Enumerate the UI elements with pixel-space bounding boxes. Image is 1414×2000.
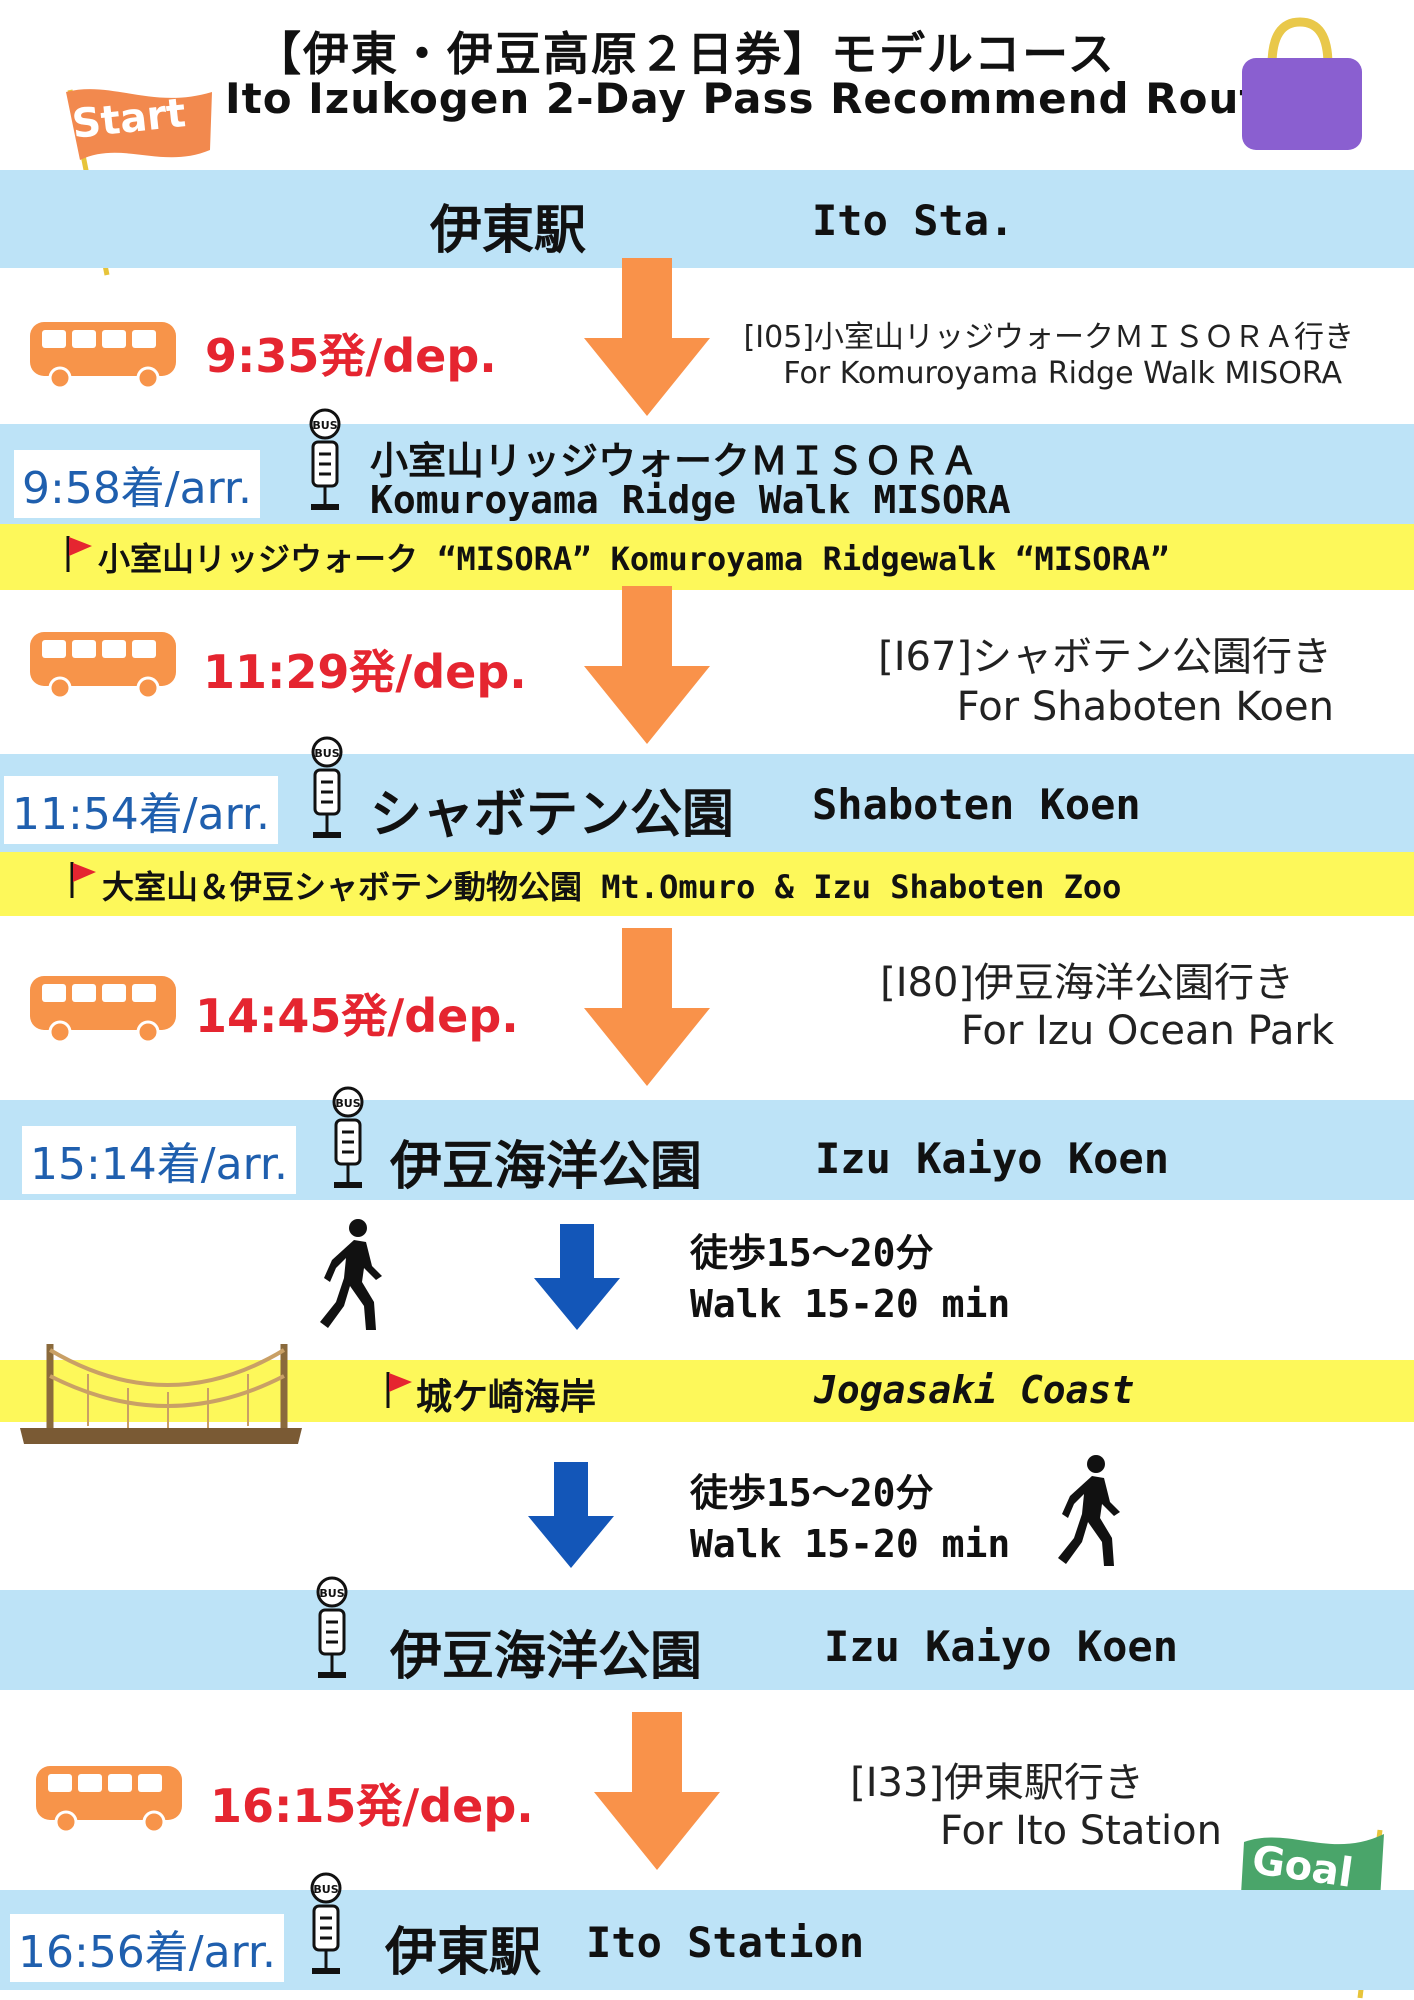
spot-band-misora <box>0 524 1414 590</box>
bus-icon <box>34 1762 184 1836</box>
station-name-jp: 伊豆海洋公園 <box>390 1627 703 1687</box>
bus-icon <box>28 318 178 392</box>
down-arrow-icon <box>528 1462 614 1568</box>
down-arrow-icon <box>582 586 712 746</box>
red-flag-icon <box>384 1370 414 1410</box>
route-name-en: For Komuroyama Ridge Walk MISORA <box>783 356 1342 391</box>
down-arrow-icon <box>582 258 712 418</box>
walk-time-jp: 徒歩15～20分 <box>690 1471 934 1515</box>
station-band-ito-start <box>0 170 1414 268</box>
bus-stop-icon: BUS <box>306 1872 346 1976</box>
route-name-jp: [I67]シャボテン公園行き <box>878 634 1332 680</box>
station-name-en: Komuroyama Ridge Walk MISORA <box>370 478 1011 522</box>
red-flag-icon <box>64 534 94 574</box>
down-arrow-icon <box>582 928 712 1088</box>
route-name-en: For Shaboten Koen <box>956 684 1334 730</box>
down-arrow-icon <box>534 1224 620 1330</box>
walking-person-icon <box>1058 1454 1128 1569</box>
title-japanese: 【伊東・伊豆高原２日券】モデルコース <box>255 27 1116 81</box>
svg-text:BUS: BUS <box>314 747 339 760</box>
arrival-time: 15:14着/arr. <box>22 1126 296 1194</box>
bus-icon <box>28 628 178 702</box>
departure-time: 11:29発/dep. <box>203 645 527 699</box>
bus-stop-icon: BUS <box>312 1576 352 1680</box>
arrival-time: 11:54着/arr. <box>4 776 278 844</box>
route-name-en: For Ito Station <box>939 1808 1222 1854</box>
arrival-time: 16:56着/arr. <box>10 1914 284 1982</box>
spot-name-jp: 城ケ崎海岸 <box>416 1377 597 1418</box>
spot-band-jogasaki <box>0 1360 1414 1422</box>
route-name-en: For Izu Ocean Park <box>960 1008 1334 1054</box>
departure-time: 14:45発/dep. <box>195 989 519 1043</box>
route-name-jp: [I05]小室山リッジウォークＭＩＳＯＲＡ行き <box>743 320 1354 355</box>
svg-text:BUS: BUS <box>335 1097 360 1110</box>
walking-person-icon <box>320 1218 390 1333</box>
walk-time-en: Walk 15-20 min <box>690 1282 1011 1326</box>
station-name-jp: 伊東駅 <box>385 1923 542 1983</box>
route-name-jp: [I80]伊豆海洋公園行き <box>880 960 1294 1006</box>
svg-text:BUS: BUS <box>313 1883 338 1896</box>
route-name-jp: [I33]伊東駅行き <box>850 1760 1144 1806</box>
station-name-en: Izu Kaiyo Koen <box>815 1134 1170 1183</box>
walk-time-jp: 徒歩15～20分 <box>690 1231 934 1275</box>
departure-time: 9:35発/dep. <box>205 329 497 383</box>
station-name-en: Ito Station <box>586 1918 865 1967</box>
down-arrow-icon <box>592 1712 722 1872</box>
bus-stop-icon: BUS <box>307 736 347 840</box>
station-name-en: Izu Kaiyo Koen <box>824 1622 1179 1671</box>
bus-stop-icon: BUS <box>328 1086 368 1190</box>
station-name-jp: 伊東駅 <box>430 201 587 261</box>
station-name-en: Ito Sta. <box>812 196 1015 245</box>
bus-stop-icon: BUS <box>305 408 345 512</box>
suspension-bridge-icon <box>18 1340 304 1450</box>
walk-time-en: Walk 15-20 min <box>690 1522 1011 1566</box>
arrival-time: 9:58着/arr. <box>14 450 260 518</box>
station-name-jp: 小室山リッジウォークＭＩＳＯＲＡ <box>370 439 979 483</box>
station-name-jp: 伊豆海洋公園 <box>390 1137 703 1197</box>
bag-icon <box>1230 10 1370 150</box>
station-band-kaiyo-2 <box>0 1590 1414 1690</box>
station-name-en: Shaboten Koen <box>812 780 1141 829</box>
svg-text:BUS: BUS <box>319 1587 344 1600</box>
red-flag-icon <box>68 860 98 900</box>
spot-name: 大室山＆伊豆シャボテン動物公園 Mt.Omuro & Izu Shaboten … <box>102 868 1122 906</box>
spot-name: 小室山リッジウォーク “MISORA” Komuroyama Ridgewalk… <box>98 540 1170 578</box>
spot-band-omuro <box>0 852 1414 916</box>
title-english: Ito Izukogen 2-Day Pass Recommend Route <box>225 74 1290 123</box>
spot-name-en: Jogasaki Coast <box>814 1368 1135 1412</box>
departure-time: 16:15発/dep. <box>210 1779 534 1833</box>
svg-text:BUS: BUS <box>312 419 337 432</box>
station-name-jp: シャボテン公園 <box>370 785 735 845</box>
bus-icon <box>28 972 178 1046</box>
